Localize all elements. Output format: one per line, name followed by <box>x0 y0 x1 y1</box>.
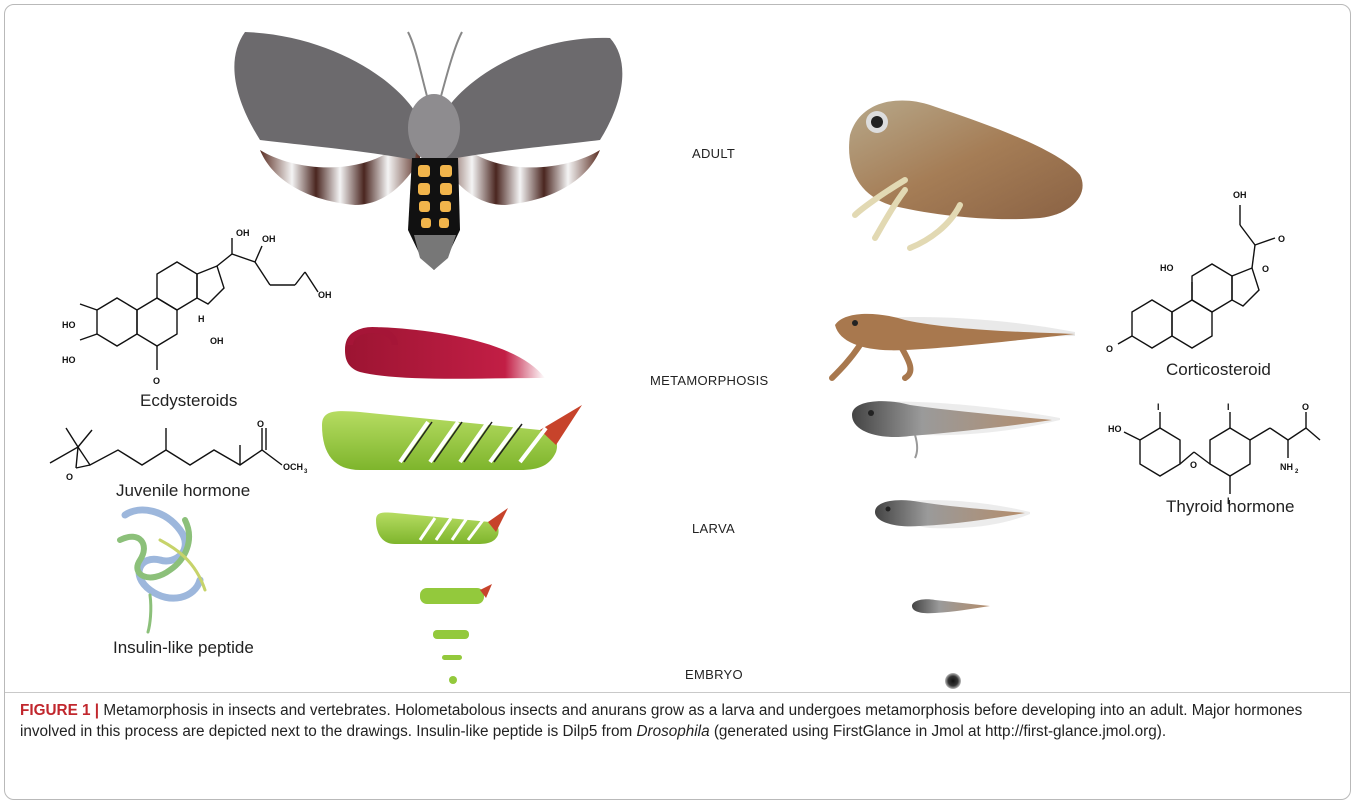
cort-o-ketone: O <box>1278 234 1285 244</box>
larva-large <box>322 405 582 470</box>
moth-pupa <box>345 327 545 379</box>
stage-label-larva: LARVA <box>692 521 735 536</box>
frog-egg <box>945 673 961 689</box>
jh-o-carbonyl: O <box>257 419 264 429</box>
hormone-label-juvenile: Juvenile hormone <box>116 481 250 501</box>
tadpole-with-legs <box>832 314 1075 378</box>
larva-small <box>420 584 492 604</box>
hormone-label-insulin: Insulin-like peptide <box>113 638 254 658</box>
moth-thorax <box>408 94 460 162</box>
hormone-label-ecdysteroids: Ecdysteroids <box>140 391 237 411</box>
ecdy-oh-1: OH <box>236 228 250 238</box>
cort-o-oh: O <box>1262 264 1269 274</box>
caption-italic: Drosophila <box>636 723 709 740</box>
moth-adult <box>234 32 622 270</box>
frog-adult <box>849 100 1083 248</box>
larva-tiny <box>433 630 469 639</box>
insulin-ribbon <box>120 510 205 632</box>
figure-artwork: HO HO OH OH OH OH H O O O OCH 3 <box>0 0 1357 690</box>
jh-o-epoxide: O <box>66 472 73 482</box>
ecdy-oh-3: OH <box>318 290 332 300</box>
cort-ho: HO <box>1160 263 1174 273</box>
stage-label-embryo: EMBRYO <box>685 667 743 682</box>
thy-o-carbonyl: O <box>1302 402 1309 412</box>
larva-medium <box>376 508 508 544</box>
juvenile-hormone-structure <box>50 428 282 468</box>
thy-i-1: I <box>1157 402 1160 412</box>
thyroid-hormone-structure <box>1124 412 1320 494</box>
thy-nh2: NH <box>1280 462 1293 472</box>
thy-nh2-sub: 2 <box>1295 469 1299 475</box>
ecdy-oh-4: OH <box>210 336 224 346</box>
figure-caption: FIGURE 1 | Metamorphosis in insects and … <box>20 700 1335 742</box>
jh-och3-sub: 3 <box>304 469 308 475</box>
ecdy-h: H <box>198 314 205 324</box>
tadpole-large <box>852 401 1060 458</box>
ecdy-ho-1: HO <box>62 320 76 330</box>
corticosteroid-structure <box>1118 205 1275 348</box>
caption-divider <box>5 692 1350 693</box>
moth-forewing-left <box>234 32 420 160</box>
jh-och3: OCH <box>283 462 303 472</box>
ecdy-ho-2: HO <box>62 355 76 365</box>
moth-forewing-right <box>440 38 622 160</box>
thy-o-ether: O <box>1190 460 1197 470</box>
moth-antenna-left <box>408 32 428 100</box>
thy-ho: HO <box>1108 424 1122 434</box>
ecdysteroid-structure <box>80 238 318 370</box>
hormone-label-thyroid: Thyroid hormone <box>1166 497 1295 517</box>
hormone-label-corticosteroid: Corticosteroid <box>1166 360 1271 380</box>
cort-o-left: O <box>1106 344 1113 354</box>
ecdy-o: O <box>153 376 160 386</box>
cort-oh-top: OH <box>1233 190 1247 200</box>
caption-text-2: (generated using FirstGlance in Jmol at … <box>710 723 1167 740</box>
caption-label: FIGURE 1 | <box>20 702 99 719</box>
tadpole-medium <box>875 500 1030 528</box>
ecdy-oh-2: OH <box>262 234 276 244</box>
stage-label-metamorphosis: METAMORPHOSIS <box>650 373 769 388</box>
tadpole-small <box>912 599 990 613</box>
insect-egg <box>449 676 457 684</box>
moth-antenna-right <box>440 32 462 100</box>
larva-hatchling <box>442 655 462 660</box>
stage-label-adult: ADULT <box>692 146 735 161</box>
thy-i-2: I <box>1227 402 1230 412</box>
